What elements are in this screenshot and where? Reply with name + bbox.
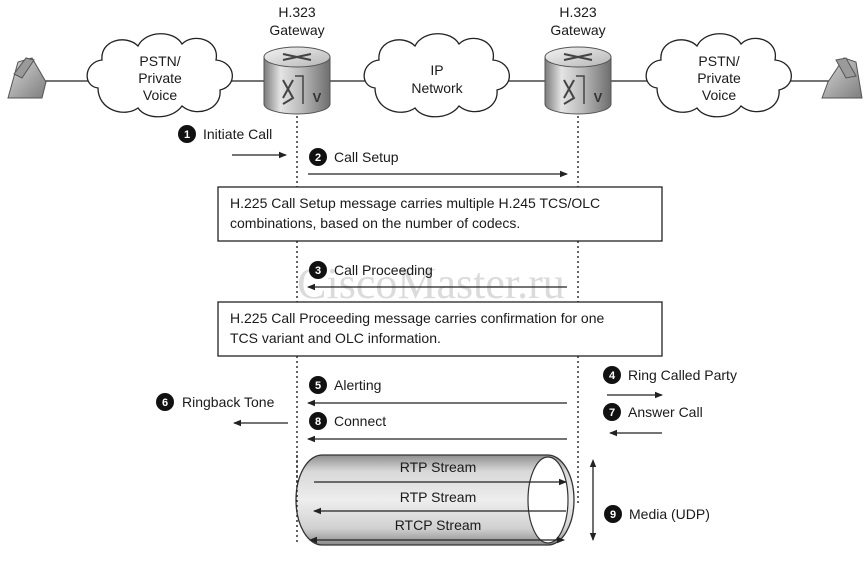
- step-number-badge: [309, 376, 327, 394]
- step-initiate-call: 1 Initiate Call: [178, 125, 287, 159]
- step-call-proceeding: 3 Call Proceeding: [307, 261, 567, 291]
- stream-label-rtp-1: RTP Stream: [400, 459, 477, 475]
- step-number-badge: [604, 505, 622, 523]
- step-number: 2: [315, 152, 321, 164]
- step-media-udp: 9 Media (UDP): [589, 459, 710, 541]
- step-label: Call Setup: [334, 149, 399, 165]
- step-number-badge: [309, 412, 327, 430]
- step-label: Answer Call: [628, 404, 703, 420]
- step-ring-called-party: 4 Ring Called Party: [603, 366, 737, 399]
- cloud-label-line3: Voice: [702, 87, 736, 103]
- gateway-title-line2: Gateway: [269, 22, 324, 38]
- step-number: 9: [610, 509, 616, 521]
- gateway-title-line2: Gateway: [550, 22, 605, 38]
- note-call-proceeding: H.225 Call Proceeding message carries co…: [217, 301, 663, 357]
- step-label: Media (UDP): [629, 506, 710, 522]
- step-number-badge: [309, 261, 327, 279]
- step-number-badge: [603, 403, 621, 421]
- phone-icon-right: [821, 57, 863, 99]
- watermark: CiscoMaster.ru: [297, 259, 565, 308]
- cloud-label-line2: Private: [697, 70, 741, 86]
- note-call-setup: H.225 Call Setup message carries multipl…: [217, 186, 663, 242]
- note-line1: H.225 Call Proceeding message carries co…: [230, 310, 605, 326]
- media-tube: RTP Stream RTP Stream RTCP Stream: [295, 454, 575, 546]
- cloud-pstn-right: PSTN/ Private Voice: [645, 33, 792, 118]
- step-number: 6: [162, 397, 168, 409]
- step-alerting: 5 Alerting: [307, 376, 567, 407]
- step-number: 5: [315, 380, 321, 392]
- router-icon: [263, 46, 331, 115]
- step-number-badge: [156, 393, 174, 411]
- cloud-pstn-left: PSTN/ Private Voice: [86, 33, 233, 118]
- gateway-badge: V: [313, 90, 322, 105]
- step-label: Ring Called Party: [628, 367, 737, 383]
- step-number: 8: [315, 416, 321, 428]
- step-label: Alerting: [334, 377, 381, 393]
- step-label: Ringback Tone: [182, 394, 275, 410]
- cloud-label-line1: PSTN/: [139, 53, 180, 69]
- step-answer-call: 7 Answer Call: [603, 403, 703, 437]
- note-line1: H.225 Call Setup message carries multipl…: [230, 195, 600, 211]
- cloud-label-line2: Private: [138, 70, 182, 86]
- stream-label-rtcp: RTCP Stream: [395, 517, 482, 533]
- router-icon: [544, 46, 612, 115]
- cloud-label-line2: Network: [411, 80, 463, 96]
- cloud-label-line1: PSTN/: [698, 53, 739, 69]
- step-label: Connect: [334, 413, 386, 429]
- stream-label-rtp-2: RTP Stream: [400, 489, 477, 505]
- cloud-ip-network: IP Network: [363, 33, 510, 118]
- gateway-right: H.323 Gateway V: [544, 4, 612, 115]
- cloud-label-line1: IP: [430, 62, 443, 78]
- step-number: 1: [184, 129, 190, 141]
- step-call-setup: 2 Call Setup: [308, 148, 568, 178]
- step-number: 4: [609, 370, 616, 382]
- phone-icon-left: [7, 57, 47, 99]
- gateway-left: H.323 Gateway V: [263, 4, 331, 115]
- step-number: 3: [315, 265, 321, 277]
- note-line2: combinations, based on the number of cod…: [230, 215, 520, 231]
- gateway-title-line1: H.323: [278, 4, 316, 20]
- step-number-badge: [178, 125, 196, 143]
- step-label: Initiate Call: [203, 126, 272, 142]
- step-number-badge: [603, 366, 621, 384]
- gateway-badge: V: [594, 90, 603, 105]
- note-line2: TCS variant and OLC information.: [230, 330, 441, 346]
- step-connect: 8 Connect: [307, 412, 567, 443]
- gateway-title-line1: H.323: [559, 4, 597, 20]
- step-ringback-tone: 6 Ringback Tone: [156, 393, 288, 427]
- cloud-label-line3: Voice: [143, 87, 177, 103]
- step-number-badge: [309, 148, 327, 166]
- step-number: 7: [609, 407, 615, 419]
- step-label: Call Proceeding: [334, 262, 433, 278]
